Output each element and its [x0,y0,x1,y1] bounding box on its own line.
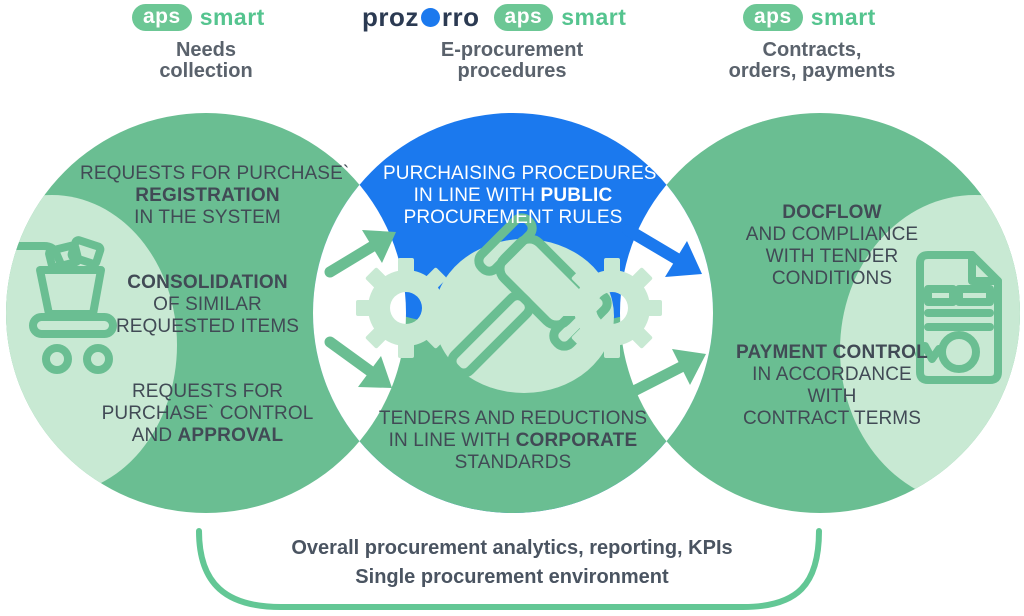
aps-logo-wordmark: smart [199,3,265,30]
footer-bracket [196,528,822,610]
aps-logo-pill: aps [493,3,554,31]
caption-contracts-orders-payments: Contracts,orders, payments [728,39,896,82]
prozorro-text-pre: proz [362,1,419,32]
document-icon [915,251,1002,384]
prozorro-text-post: rro [441,1,480,32]
aps-logo-pill: aps [132,3,192,31]
gear-icon [356,258,456,358]
arrow-icon-left-top [324,230,396,278]
arrow-icon-left-bottom [324,336,392,388]
cart-icon [6,236,117,374]
footer-summary-text: Overall procurement analytics, reporting… [291,537,733,588]
aps-logo-wordmark: smart [810,3,876,30]
gear-icon [562,258,662,358]
center-logos: proz rro aps smart [362,2,626,32]
prozorro-logo: proz rro [362,2,480,33]
aps-smart-logo-right: aps smart [743,2,876,32]
aps-smart-logo-left: aps smart [132,2,265,32]
arrow-icon-right-bottom [628,349,706,397]
aps-logo-wordmark: smart [561,3,627,30]
arrow-icon-right-top-blue [622,224,702,277]
prozorro-dot-icon [420,7,440,27]
aps-logo-pill: aps [743,3,803,31]
